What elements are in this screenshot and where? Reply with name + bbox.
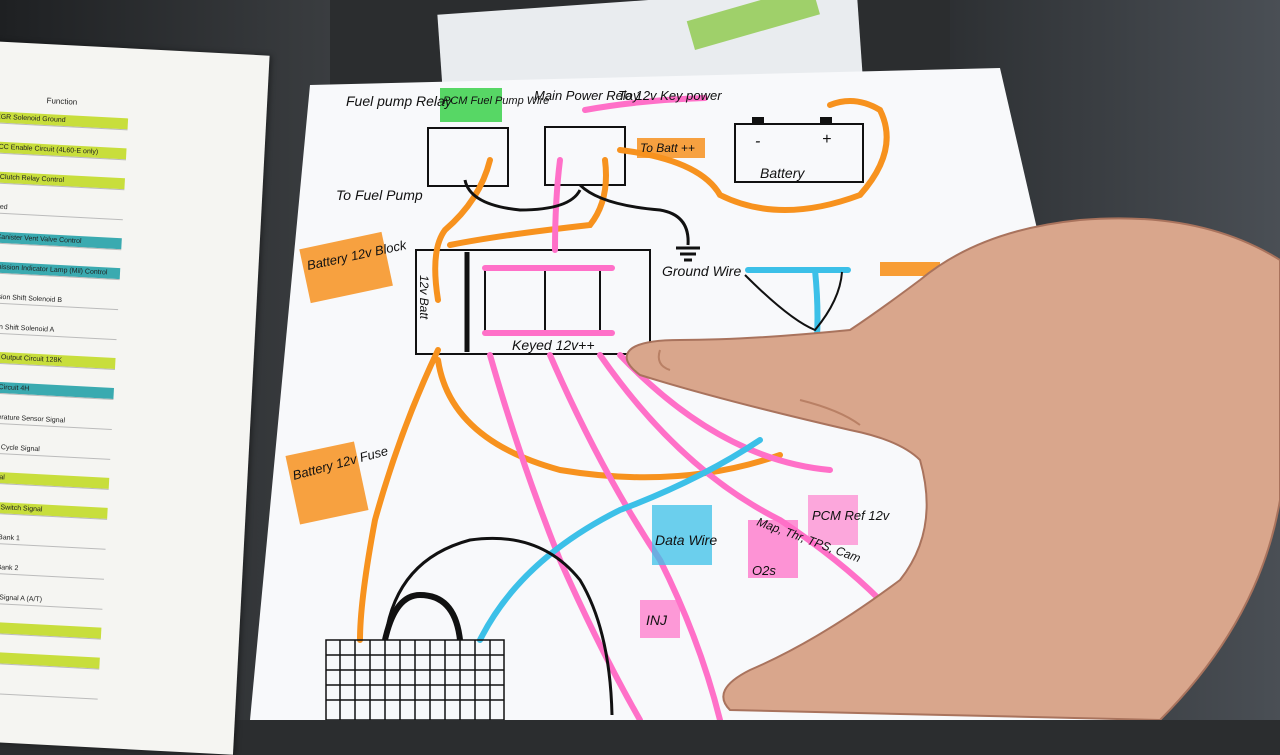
label-o2s: O2s — [752, 563, 776, 578]
label-battery-plus: + — [822, 131, 831, 148]
label-main-power-relay: Main Power Relay — [534, 88, 641, 103]
label-pcm-ref-12v: PCM Ref 12v — [812, 508, 891, 523]
grid-module — [325, 591, 505, 720]
label-to-12v-key-power: To 12v Key power — [618, 88, 722, 103]
ground-wire-path — [383, 179, 700, 716]
pointing-hand — [625, 217, 1280, 720]
orange-wires — [357, 98, 890, 643]
label-to-fuel-pump: To Fuel Pump — [336, 187, 423, 203]
label-data-wire: Data Wire — [655, 532, 717, 548]
label-battery: Battery — [760, 165, 805, 181]
label-pcm-fuel-pump-wire: PCM Fuel Pump Wire — [443, 95, 549, 107]
main-power-relay-box — [544, 126, 626, 186]
battery-box — [734, 123, 864, 183]
label-12v-batt: 12v Batt — [417, 275, 431, 320]
label-to-batt-plus: To Batt ++ — [640, 141, 695, 155]
fuse-block — [415, 249, 651, 355]
label-ground-wire: Ground Wire — [662, 263, 741, 279]
label-battery-minus: - — [755, 133, 760, 150]
label-fuel-pump-relay: Fuel pump Relay — [346, 93, 453, 109]
label-keyed-12v: Keyed 12v++ — [512, 337, 595, 353]
label-inj: INJ — [646, 612, 668, 628]
